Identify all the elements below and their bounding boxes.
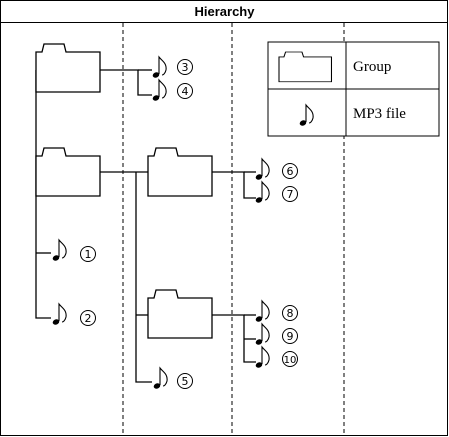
file-number: 2 bbox=[80, 310, 96, 326]
file-number: 6 bbox=[282, 163, 298, 179]
diagram-title: Hierarchy bbox=[1, 1, 448, 23]
legend: Group MP3 file bbox=[267, 41, 440, 137]
music-note-icon bbox=[152, 367, 168, 391]
music-note-icon bbox=[254, 158, 270, 182]
column-separators bbox=[122, 23, 345, 435]
svg-text:9: 9 bbox=[287, 330, 294, 343]
file-number: 5 bbox=[177, 373, 193, 389]
music-note-icon bbox=[51, 303, 67, 327]
group-folder-icon bbox=[35, 147, 101, 197]
file-number: 1 bbox=[80, 246, 96, 262]
file-number: 7 bbox=[282, 186, 298, 202]
file-number: 3 bbox=[177, 59, 193, 75]
music-note-icon bbox=[254, 181, 270, 205]
music-note-icon bbox=[254, 323, 270, 347]
connectors bbox=[35, 69, 256, 383]
music-note-icon bbox=[254, 346, 270, 370]
file-number: 9 bbox=[282, 328, 298, 344]
svg-text:2: 2 bbox=[85, 312, 92, 325]
svg-text:4: 4 bbox=[182, 85, 189, 98]
file-number: 10 bbox=[282, 351, 298, 367]
svg-text:3: 3 bbox=[182, 61, 189, 74]
svg-text:1: 1 bbox=[85, 248, 92, 261]
group-folder-icon bbox=[147, 147, 213, 197]
svg-text:6: 6 bbox=[287, 165, 294, 178]
music-note-icon bbox=[151, 56, 167, 80]
music-note-icon bbox=[254, 300, 270, 324]
group-folder-icon bbox=[147, 289, 213, 339]
music-note-icon bbox=[51, 239, 67, 263]
legend-group-label: Group bbox=[353, 59, 391, 75]
svg-text:10: 10 bbox=[284, 355, 297, 366]
svg-text:7: 7 bbox=[287, 188, 294, 201]
legend-file-label: MP3 file bbox=[353, 106, 406, 122]
svg-text:8: 8 bbox=[287, 307, 294, 320]
file-number: 8 bbox=[282, 305, 298, 321]
svg-text:5: 5 bbox=[182, 375, 189, 388]
music-note-icon bbox=[151, 79, 167, 103]
group-folder-icon bbox=[35, 43, 101, 93]
file-number: 4 bbox=[177, 83, 193, 99]
